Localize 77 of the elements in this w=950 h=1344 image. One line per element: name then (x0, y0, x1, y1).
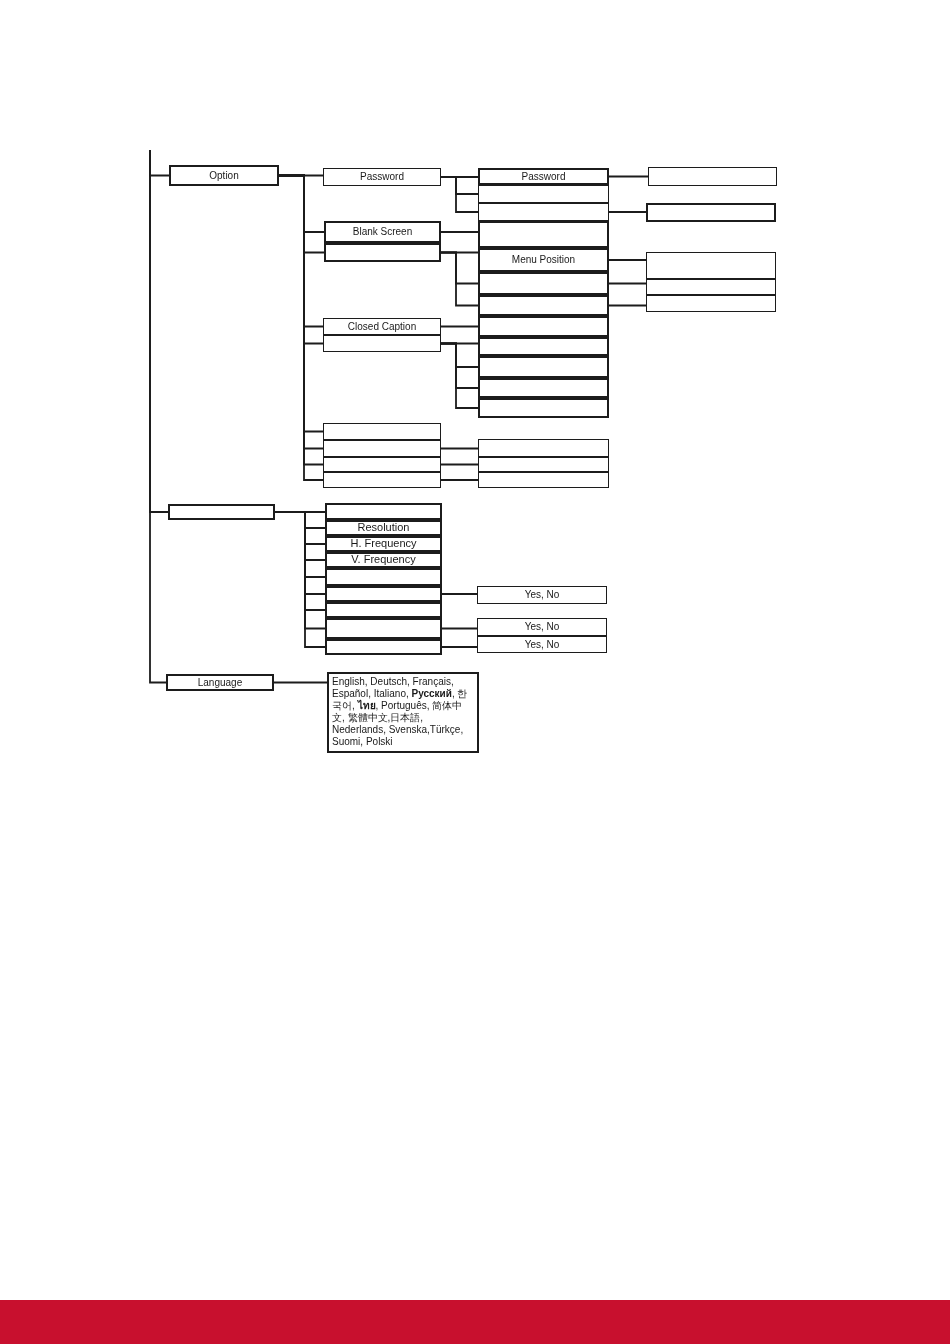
menu-box (323, 318, 441, 335)
connector-line (440, 176, 479, 213)
menu-label: Yes, No (524, 621, 560, 633)
empty-menu-box (323, 440, 441, 457)
menu-box (324, 221, 441, 243)
menu-label: Menu Position (511, 254, 576, 266)
menu-label: Yes, No (524, 589, 560, 601)
connector-line (440, 231, 479, 233)
menu-box (477, 636, 607, 653)
connector-line (440, 447, 479, 450)
connector-line (441, 593, 478, 595)
menu-label: Option (209, 169, 239, 182)
menu-label: Password (360, 171, 404, 183)
empty-menu-box (648, 167, 777, 186)
empty-menu-box (478, 272, 609, 295)
empty-menu-box (478, 316, 609, 337)
menu-label: Password (521, 170, 566, 183)
empty-menu-box (325, 503, 442, 520)
empty-menu-box (323, 472, 441, 488)
menu-box (323, 168, 441, 186)
empty-menu-box (478, 185, 609, 203)
empty-menu-box (478, 221, 609, 248)
empty-menu-box (646, 203, 776, 222)
language-list-box (327, 672, 479, 753)
empty-menu-box (323, 423, 441, 440)
empty-menu-box (478, 472, 609, 488)
connector-line (608, 211, 647, 213)
menu-label: Resolution (357, 521, 410, 535)
connector-line (608, 304, 647, 307)
connector-line (608, 259, 647, 261)
empty-menu-box (323, 335, 441, 352)
empty-menu-box (323, 457, 441, 472)
empty-menu-box (478, 398, 609, 418)
connector-line (441, 646, 478, 648)
empty-menu-box (478, 439, 609, 457)
empty-menu-box (478, 295, 609, 316)
menu-label: Language (197, 676, 243, 689)
connector-line (441, 627, 478, 630)
empty-menu-box (646, 295, 776, 312)
empty-menu-box (478, 203, 609, 221)
menu-label: H. Frequency (350, 537, 417, 551)
empty-menu-box (325, 586, 442, 602)
menu-box (478, 168, 609, 185)
empty-menu-box (325, 568, 442, 586)
menu-box (478, 248, 609, 272)
empty-menu-box (646, 279, 776, 295)
empty-menu-box (478, 457, 609, 472)
empty-menu-box (325, 639, 442, 655)
empty-menu-box (325, 618, 442, 639)
connector-line (440, 325, 479, 328)
empty-menu-box (478, 337, 609, 356)
menu-box (325, 552, 442, 568)
empty-menu-box (478, 378, 609, 398)
menu-label: Closed Caption (347, 320, 417, 333)
connector-line (440, 251, 479, 307)
menu-label: Blank Screen (352, 226, 413, 238)
connector-line (608, 175, 649, 178)
empty-menu-box (478, 356, 609, 378)
menu-label: Yes, No (524, 638, 560, 651)
language-list-text: English, Deutsch, Français, Español, Italiano, Русский, 한국어, ไทย, Português, 简体中文, 繁體中文,日本語, Nederlands, Svenska,Türkçe, Suomi, Polski (332, 676, 469, 748)
connector-line (440, 479, 479, 481)
connector-line (273, 681, 328, 684)
connector-line (440, 342, 479, 409)
menu-box (477, 586, 607, 604)
empty-menu-box (646, 252, 776, 279)
menu-label: V. Frequency (351, 553, 416, 567)
connector-line (608, 282, 647, 285)
empty-menu-box (324, 243, 441, 262)
menu-box (166, 674, 274, 691)
connector-line (149, 149, 167, 684)
menu-box (477, 618, 607, 636)
empty-menu-box (168, 504, 275, 520)
menu-box (325, 536, 442, 552)
connector-line (440, 463, 479, 466)
menu-box (325, 520, 442, 536)
menu-box (169, 165, 279, 186)
empty-menu-box (325, 602, 442, 618)
